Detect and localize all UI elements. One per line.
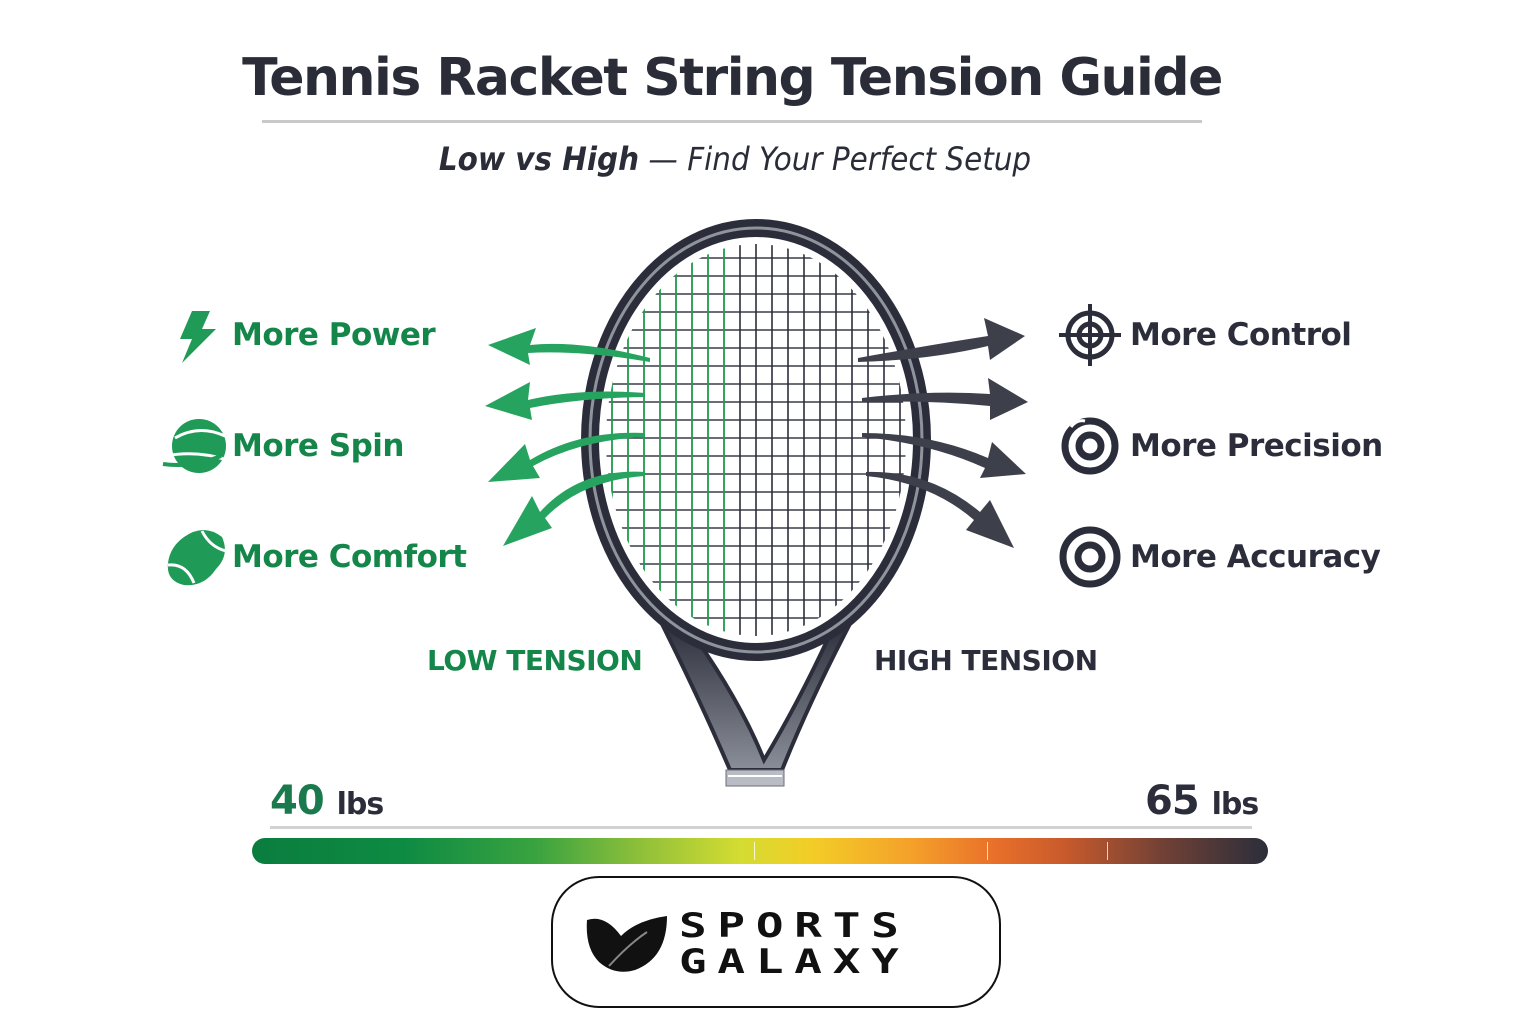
scale-divider <box>270 826 1252 829</box>
brand-emblem-icon <box>586 916 667 972</box>
benefit-label: More Comfort <box>232 539 467 575</box>
spinning-ball-icon <box>160 416 232 476</box>
page-title: Tennis Racket String Tension Guide <box>242 48 1223 108</box>
benefit-label: More Power <box>232 317 436 353</box>
high-tension-label: HIGH TENSION <box>874 644 1098 677</box>
brand-logo: SPORTS GALAXY <box>551 876 1001 1008</box>
brand-line-2: GALAXY <box>679 942 910 982</box>
gauge-tick <box>1107 842 1108 860</box>
title-divider <box>262 120 1202 123</box>
benefit-more-spin: More Spin <box>160 416 404 476</box>
benefit-label: More Precision <box>1130 428 1383 464</box>
brand-line-1: SPORTS <box>679 906 910 946</box>
low-tension-arrows <box>485 328 650 546</box>
scale-min-value: 40 <box>270 778 325 824</box>
gauge-tick <box>754 842 755 860</box>
tension-gradient-bar <box>252 838 1268 864</box>
subtitle-text: Find Your Perfect Setup <box>687 140 1032 178</box>
high-tension-arrows <box>858 318 1028 548</box>
benefit-more-accuracy: More Accuracy <box>1050 526 1381 588</box>
subtitle-dash: — <box>639 140 688 178</box>
target-ring-icon <box>1050 416 1130 476</box>
benefit-more-comfort: More Comfort <box>160 527 467 587</box>
low-tension-label: LOW TENSION <box>427 644 643 677</box>
scale-unit: lbs <box>1211 787 1260 822</box>
scale-max-label: 65 lbs <box>1145 778 1260 824</box>
brand-name: SPORTS GALAXY <box>679 908 910 980</box>
benefit-label: More Accuracy <box>1130 539 1381 575</box>
page-subtitle: Low vs High — Find Your Perfect Setup <box>59 140 1411 178</box>
bullseye-icon <box>1050 526 1130 588</box>
racket-handle-cap <box>725 769 785 787</box>
benefit-more-precision: More Precision <box>1050 416 1383 476</box>
lightning-bolt-icon <box>160 305 232 365</box>
crosshair-icon <box>1050 304 1130 366</box>
benefit-label: More Control <box>1130 317 1352 353</box>
benefit-more-control: More Control <box>1050 304 1352 366</box>
scale-max-value: 65 <box>1145 778 1200 824</box>
scale-min-label: 40 lbs <box>270 778 385 824</box>
tennis-ball-icon <box>160 527 232 587</box>
benefit-more-power: More Power <box>160 305 436 365</box>
gauge-tick <box>987 842 988 860</box>
subtitle-emphasis: Low vs High <box>438 140 640 178</box>
benefit-label: More Spin <box>232 428 404 464</box>
scale-unit: lbs <box>336 787 385 822</box>
